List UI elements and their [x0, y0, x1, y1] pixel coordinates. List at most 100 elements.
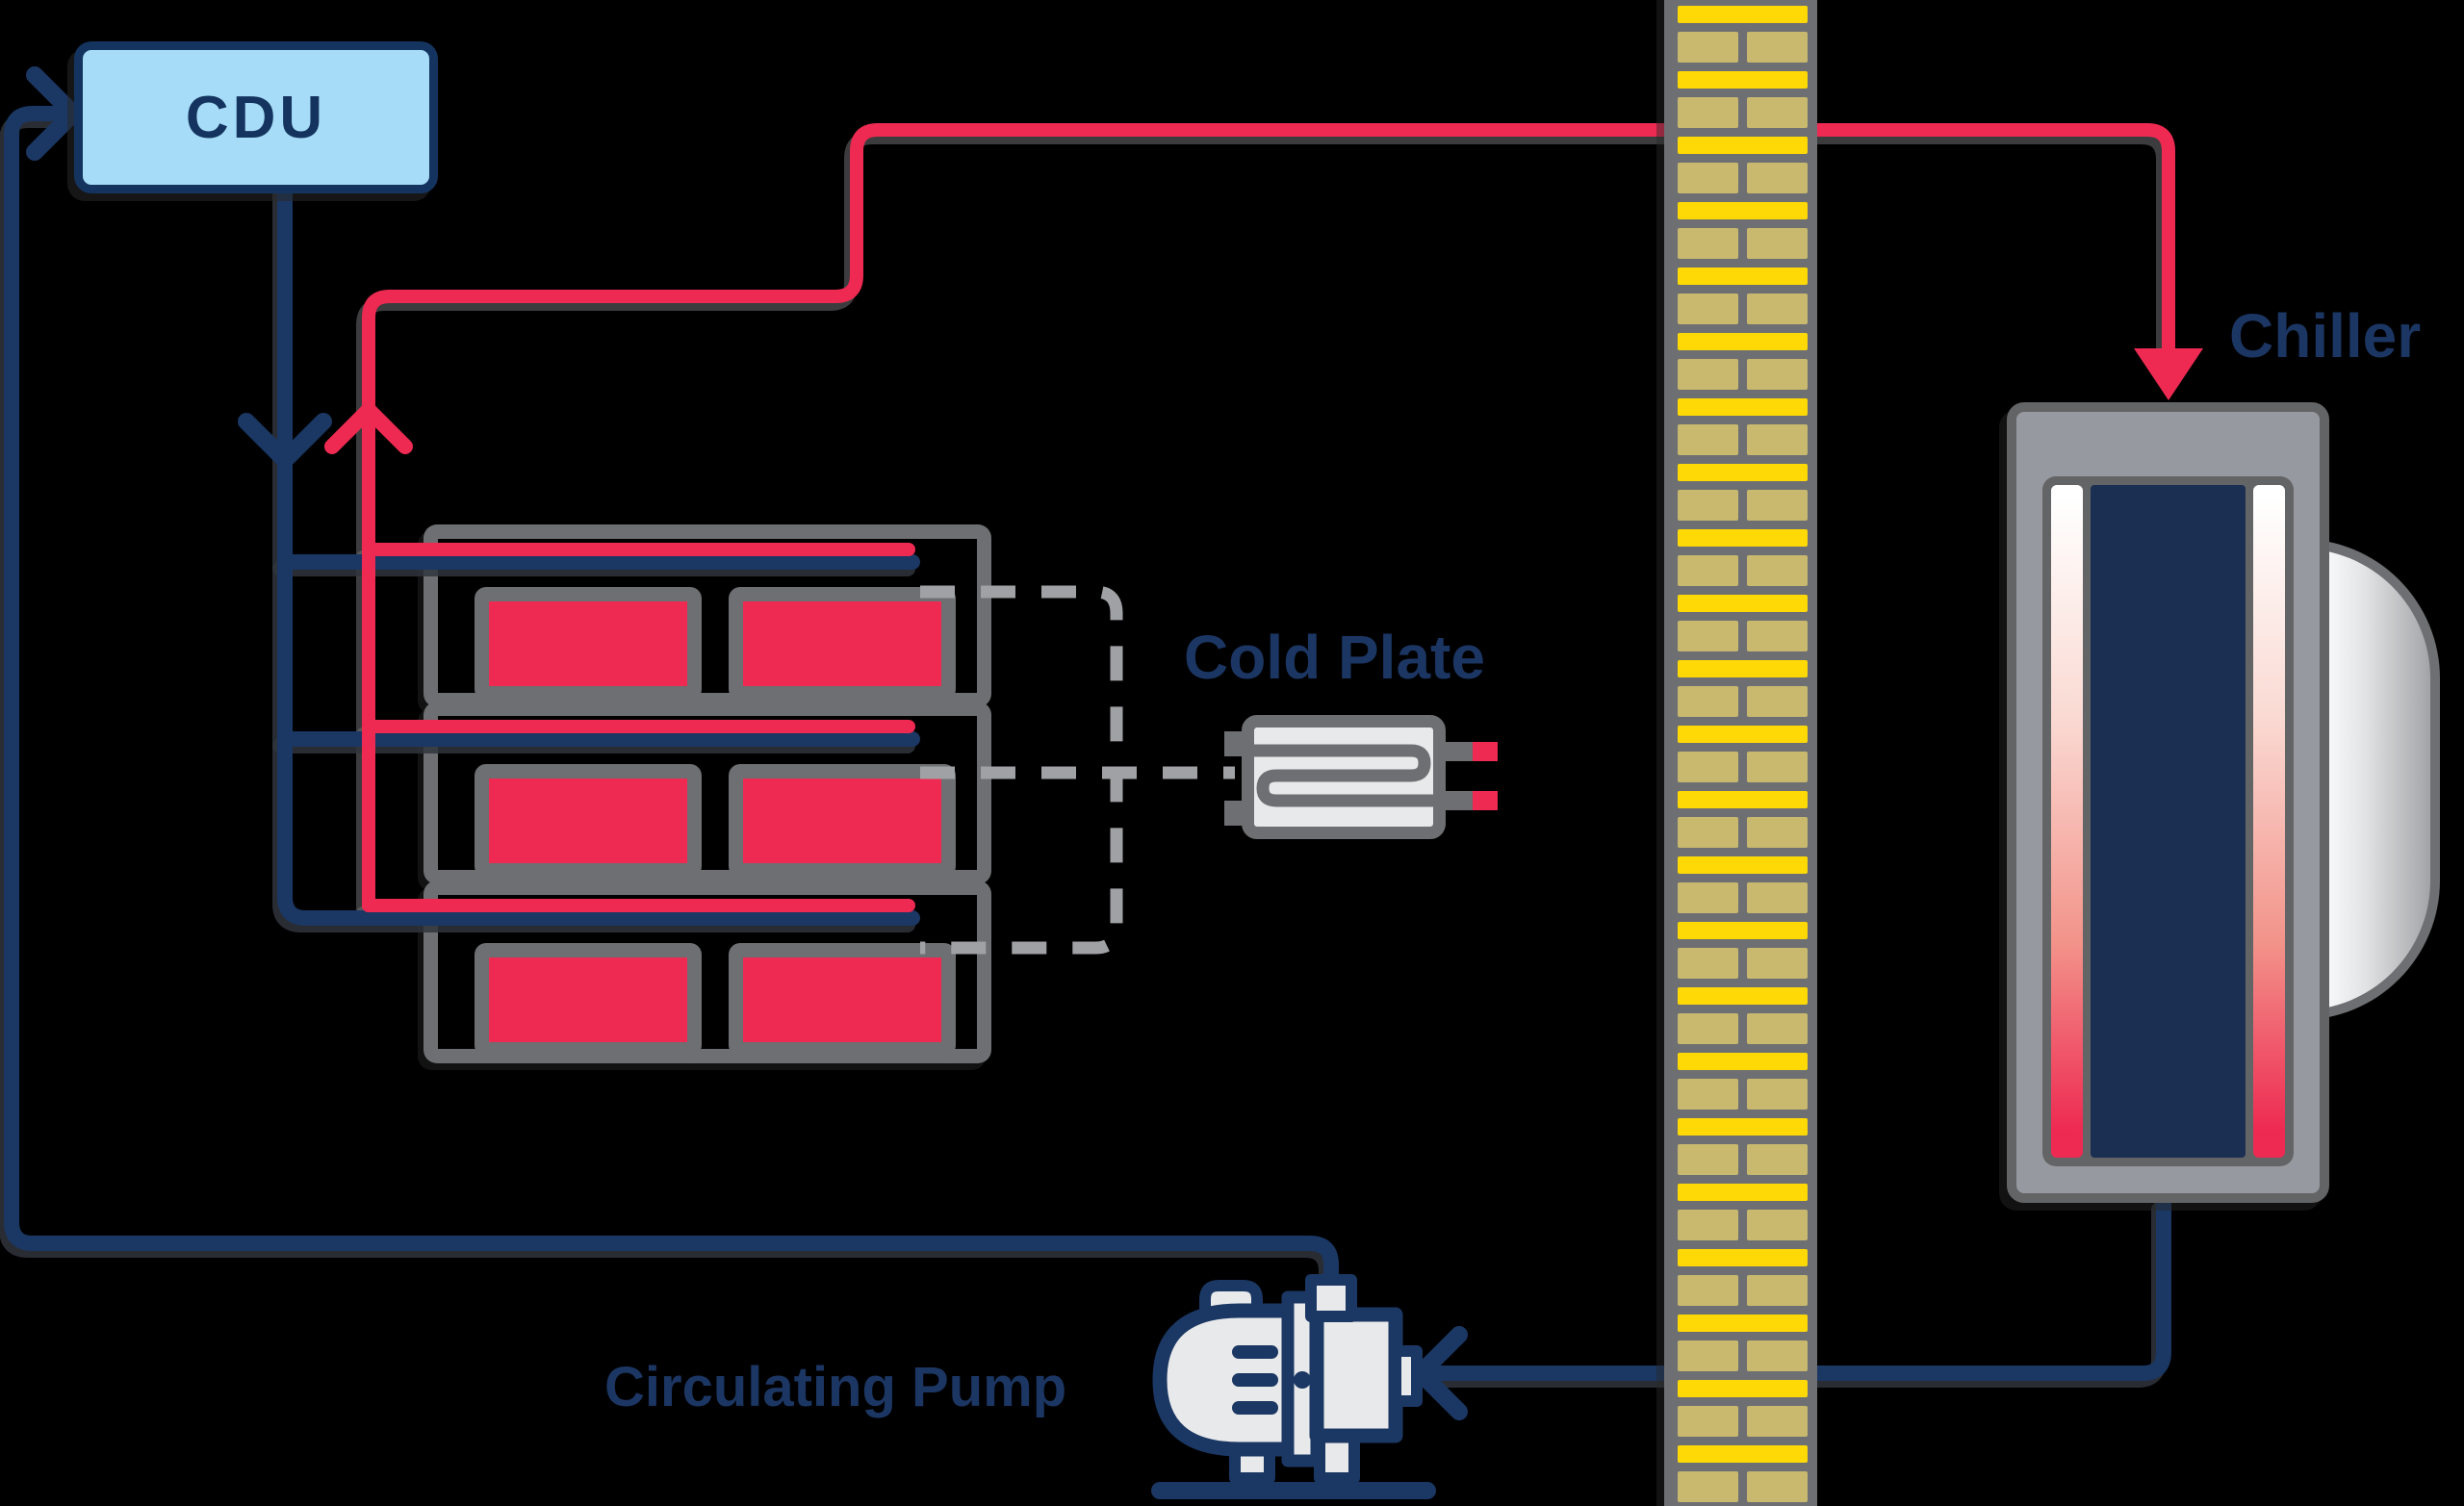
cold-plate-left-port [1224, 731, 1245, 756]
pump-to-cdu-line [4, 106, 1339, 1309]
brick [1678, 490, 1738, 521]
circulating-pump-label: Circulating Pump [604, 1356, 1067, 1418]
arrow-right-icon [26, 66, 82, 161]
brick [1678, 1340, 1738, 1371]
brick [1747, 1079, 1808, 1110]
brick [1747, 294, 1808, 324]
brick [1678, 1406, 1738, 1437]
brick [1678, 1380, 1808, 1397]
brick [1678, 987, 1808, 1005]
cdu-label: CDU [185, 84, 327, 151]
chip-icon [729, 943, 956, 1057]
brick [1747, 555, 1808, 586]
brick [1678, 163, 1738, 193]
brick [1678, 660, 1808, 677]
circulating-pump-icon [1151, 1274, 1436, 1499]
brick [1747, 1210, 1808, 1240]
brick [1747, 686, 1808, 717]
chip-icon [475, 764, 702, 878]
brick [1678, 97, 1738, 128]
chiller-core [2042, 476, 2294, 1166]
cold-plate-fitting [1444, 742, 1473, 761]
brick [1747, 1340, 1808, 1371]
brick [1678, 817, 1738, 848]
brick [1678, 398, 1808, 416]
brick [1747, 228, 1808, 259]
cdu-box: CDU [74, 41, 438, 193]
brick [1678, 555, 1738, 586]
brick [1678, 137, 1808, 154]
brick [1678, 686, 1738, 717]
brick [1747, 1406, 1808, 1437]
brick [1678, 948, 1738, 979]
cold-plate-dashed-links [920, 585, 1235, 955]
brick [1678, 922, 1808, 939]
server-rack-icon [424, 524, 991, 707]
brick [1678, 359, 1738, 390]
server-rack-icon [424, 881, 991, 1063]
chiller-label: Chiller [2229, 301, 2422, 370]
brick [1747, 163, 1808, 193]
brick [1747, 1013, 1808, 1044]
brick [1678, 595, 1808, 612]
brick [1678, 294, 1738, 324]
brick [1678, 1079, 1738, 1110]
brick [1678, 32, 1738, 63]
arrow-down-icon [2134, 348, 2203, 400]
cold-plate-label: Cold Plate [1184, 623, 1485, 692]
brick [1747, 32, 1808, 63]
brick [1678, 202, 1808, 219]
brick [1678, 529, 1808, 547]
arrow-down-icon [238, 413, 332, 469]
cold-plate-fitting [1444, 791, 1473, 810]
brick [1678, 882, 1738, 913]
brick [1678, 71, 1808, 89]
hot-return-line [362, 123, 2175, 912]
brick [1678, 333, 1808, 350]
brick [1747, 1144, 1808, 1175]
brick [1747, 1471, 1808, 1502]
chiller-tank [2091, 485, 2246, 1158]
cold-plate-channel [1245, 744, 1439, 807]
brick [1678, 228, 1738, 259]
brick [1678, 1144, 1738, 1175]
brick [1678, 752, 1738, 782]
brick [1678, 1210, 1738, 1240]
chip-icon [729, 587, 956, 701]
cold-plate-fitting-tip [1473, 791, 1498, 810]
brick [1678, 1013, 1738, 1044]
cold-plate-icon [1224, 710, 1513, 850]
brick-wall-icon [1664, 0, 1817, 1506]
brick [1678, 1053, 1808, 1070]
cold-plate-fitting-tip [1473, 742, 1498, 761]
brick [1678, 6, 1808, 23]
chiller-icon [2007, 402, 2329, 1203]
chiller-to-pump-line [1413, 1195, 2171, 1381]
brick [1747, 817, 1808, 848]
cold-trunk-line [277, 168, 920, 926]
cold-supply-line [4, 106, 2171, 1381]
chip-icon [729, 764, 956, 878]
brick [1678, 1315, 1808, 1332]
brick [1747, 882, 1808, 913]
brick [1678, 1249, 1808, 1266]
brick [1678, 791, 1808, 808]
brick [1678, 464, 1808, 481]
brick [1678, 621, 1738, 651]
brick [1678, 1118, 1808, 1136]
brick [1747, 359, 1808, 390]
brick [1747, 490, 1808, 521]
chip-icon [475, 587, 702, 701]
brick [1747, 424, 1808, 455]
heat-gradient-strip [2051, 485, 2083, 1158]
brick [1747, 621, 1808, 651]
arrow-up-icon [324, 402, 413, 454]
brick [1678, 1445, 1808, 1463]
brick [1747, 97, 1808, 128]
brick [1747, 752, 1808, 782]
brick [1678, 1184, 1808, 1201]
brick [1747, 948, 1808, 979]
